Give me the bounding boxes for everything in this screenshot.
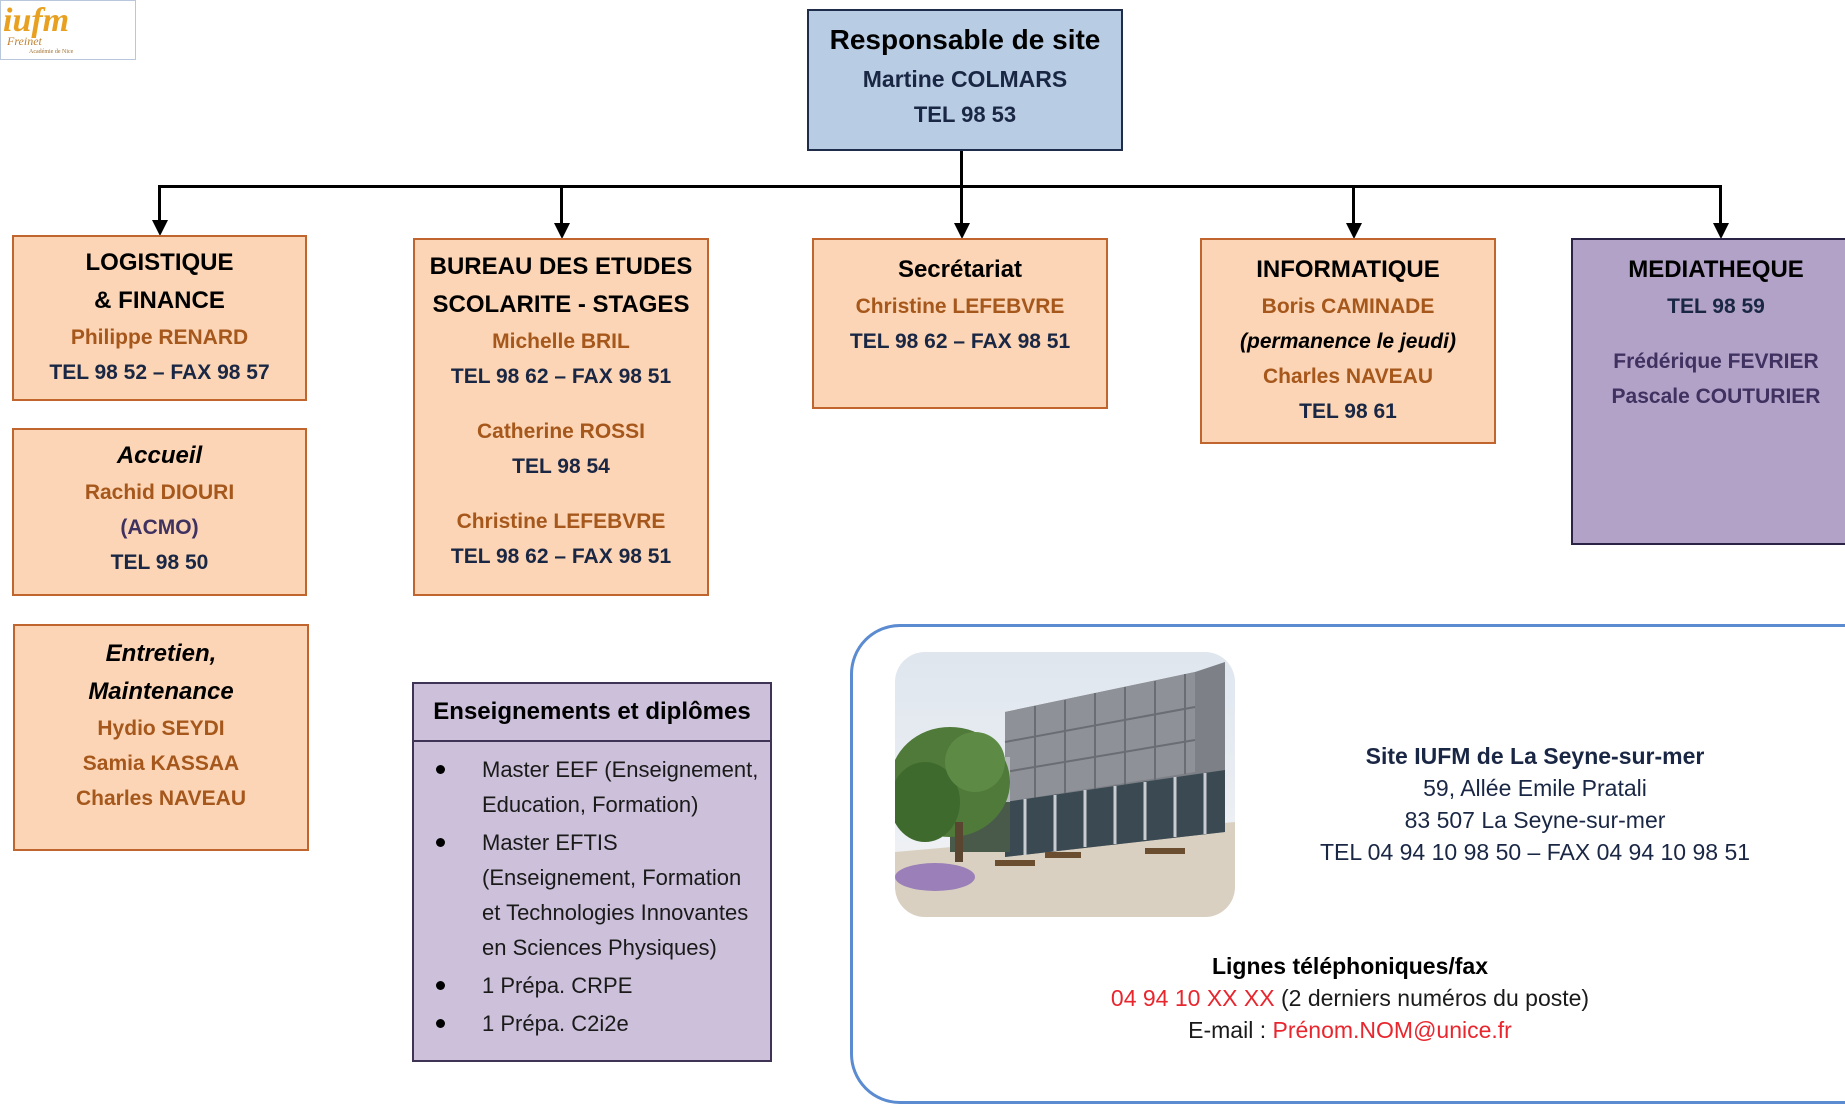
secretariat-title: Secrétariat bbox=[897, 256, 1023, 283]
responsable-box: Responsable de site Martine COLMARS TEL … bbox=[807, 9, 1123, 151]
svg-text:Freinet: Freinet bbox=[6, 34, 43, 48]
responsable-name: Martine COLMARS bbox=[862, 66, 1068, 92]
bureau-tel-2: TEL 98 54 bbox=[512, 455, 610, 478]
mediatheque-title: MEDIATHEQUE bbox=[1628, 256, 1804, 283]
connector-drop-2 bbox=[560, 185, 563, 224]
site-street: 59, Allée Emile Pratali bbox=[1423, 775, 1647, 801]
bureau-name-1: Michelle BRIL bbox=[492, 330, 630, 353]
secretariat-tel: TEL 98 62 – FAX 98 51 bbox=[849, 330, 1071, 353]
bullet-icon bbox=[436, 1019, 445, 1028]
secretariat-box: Secrétariat Christine LEFEBVRE TEL 98 62… bbox=[812, 238, 1108, 409]
secretariat-name: Christine LEFEBVRE bbox=[855, 295, 1065, 318]
building-photo bbox=[895, 652, 1235, 917]
connector-horizontal bbox=[158, 185, 1722, 188]
bullet-icon bbox=[436, 981, 445, 990]
logistique-title: LOGISTIQUE bbox=[85, 249, 234, 276]
list-item: Master EFTIS (Enseignement, Formation et… bbox=[414, 825, 770, 965]
informatique-name-2: Charles NAVEAU bbox=[1263, 365, 1433, 388]
svg-text:Académie de Nice: Académie de Nice bbox=[29, 49, 74, 55]
connector-drop-1 bbox=[158, 185, 161, 221]
informatique-note: (permanence le jeudi) bbox=[1240, 330, 1456, 353]
accueil-role: (ACMO) bbox=[120, 516, 199, 539]
logistique-name: Philippe RENARD bbox=[70, 326, 249, 349]
site-name: Site IUFM de La Seyne-sur-mer bbox=[1365, 743, 1705, 769]
connector-drop-4 bbox=[1352, 185, 1355, 224]
entretien-title: Entretien, bbox=[105, 640, 217, 667]
bureau-subtitle: SCOLARITE - STAGES bbox=[432, 291, 690, 318]
mediatheque-name-2: Pascale COUTURIER bbox=[1611, 385, 1821, 408]
responsable-tel: TEL 98 53 bbox=[913, 102, 1017, 127]
connector-drop-5 bbox=[1719, 185, 1722, 224]
accueil-box: Accueil Rachid DIOURI (ACMO) TEL 98 50 bbox=[12, 428, 307, 596]
lines-number: 04 94 10 XX XX bbox=[1110, 985, 1275, 1011]
accueil-title: Accueil bbox=[116, 442, 203, 469]
lines-detail: 04 94 10 XX XX (2 derniers numéros du po… bbox=[1000, 982, 1700, 1014]
logistique-tel: TEL 98 52 – FAX 98 57 bbox=[49, 361, 270, 384]
bullet-icon bbox=[436, 765, 445, 774]
bureau-etudes-box: BUREAU DES ETUDES SCOLARITE - STAGES Mic… bbox=[413, 238, 709, 596]
responsable-title: Responsable de site bbox=[829, 24, 1101, 55]
entretien-box: Entretien, Maintenance Hydio SEYDI Samia… bbox=[13, 624, 309, 851]
arrow-2 bbox=[554, 223, 570, 239]
bullet-icon bbox=[436, 838, 445, 847]
informatique-title: INFORMATIQUE bbox=[1256, 256, 1440, 283]
enseignements-list: Master EEF (Enseignement, Education, For… bbox=[414, 752, 770, 1041]
entretien-name-2: Samia KASSAA bbox=[82, 752, 240, 775]
site-tel: TEL 04 94 10 98 50 – FAX 04 94 10 98 51 bbox=[1319, 839, 1751, 865]
phone-lines-info: Lignes téléphoniques/fax 04 94 10 XX XX … bbox=[1000, 950, 1700, 1046]
email-link[interactable]: Prénom.NOM@unice.fr bbox=[1272, 1017, 1512, 1043]
mediatheque-box: MEDIATHEQUE TEL 98 59 Frédérique FEVRIER… bbox=[1571, 238, 1845, 545]
list-item: Master EEF (Enseignement, Education, For… bbox=[414, 752, 770, 822]
bureau-tel-3: TEL 98 62 – FAX 98 51 bbox=[450, 545, 672, 568]
svg-text:iufm: iufm bbox=[3, 2, 69, 39]
list-item: 1 Prépa. CRPE bbox=[414, 968, 770, 1003]
building-photo-graphic bbox=[895, 652, 1235, 917]
mediatheque-name-1: Frédérique FEVRIER bbox=[1613, 350, 1819, 373]
entretien-subtitle: Maintenance bbox=[88, 678, 234, 705]
site-address: Site IUFM de La Seyne-sur-mer 59, Allée … bbox=[1280, 740, 1790, 868]
informatique-name-1: Boris CAMINADE bbox=[1261, 295, 1435, 318]
bureau-title: BUREAU DES ETUDES bbox=[429, 253, 693, 280]
informatique-tel: TEL 98 61 bbox=[1299, 400, 1397, 423]
email-label: E-mail : bbox=[1188, 1017, 1273, 1043]
connector-vertical-main bbox=[960, 151, 963, 187]
entretien-name-3: Charles NAVEAU bbox=[76, 787, 246, 810]
entretien-name-1: Hydio SEYDI bbox=[97, 717, 225, 740]
iufm-logo: iufm Freinet Académie de Nice bbox=[0, 0, 136, 60]
list-item: 1 Prépa. C2i2e bbox=[414, 1006, 770, 1041]
enseignements-panel: Enseignements et diplômes Master EEF (En… bbox=[412, 682, 772, 1062]
iufm-logo-graphic: iufm Freinet Académie de Nice bbox=[3, 2, 74, 55]
site-city: 83 507 La Seyne-sur-mer bbox=[1404, 807, 1666, 833]
email-line: E-mail : Prénom.NOM@unice.fr bbox=[1000, 1014, 1700, 1046]
logistique-box: LOGISTIQUE & FINANCE Philippe RENARD TEL… bbox=[12, 235, 307, 401]
bureau-tel-1: TEL 98 62 – FAX 98 51 bbox=[450, 365, 672, 388]
enseignements-title: Enseignements et diplômes bbox=[414, 684, 770, 742]
informatique-box: INFORMATIQUE Boris CAMINADE (permanence … bbox=[1200, 238, 1496, 444]
arrow-5 bbox=[1713, 223, 1729, 239]
accueil-tel: TEL 98 50 bbox=[110, 551, 209, 574]
arrow-1 bbox=[152, 220, 168, 236]
bureau-name-2: Catherine ROSSI bbox=[476, 420, 646, 443]
mediatheque-tel: TEL 98 59 bbox=[1667, 295, 1765, 318]
accueil-name: Rachid DIOURI bbox=[84, 481, 235, 504]
arrow-3 bbox=[954, 223, 970, 239]
bureau-name-3: Christine LEFEBVRE bbox=[456, 510, 666, 533]
lines-title: Lignes téléphoniques/fax bbox=[1211, 953, 1489, 979]
logistique-subtitle: & FINANCE bbox=[94, 287, 225, 314]
arrow-4 bbox=[1346, 223, 1362, 239]
lines-note: (2 derniers numéros du poste) bbox=[1274, 985, 1590, 1011]
connector-drop-3 bbox=[960, 185, 963, 224]
